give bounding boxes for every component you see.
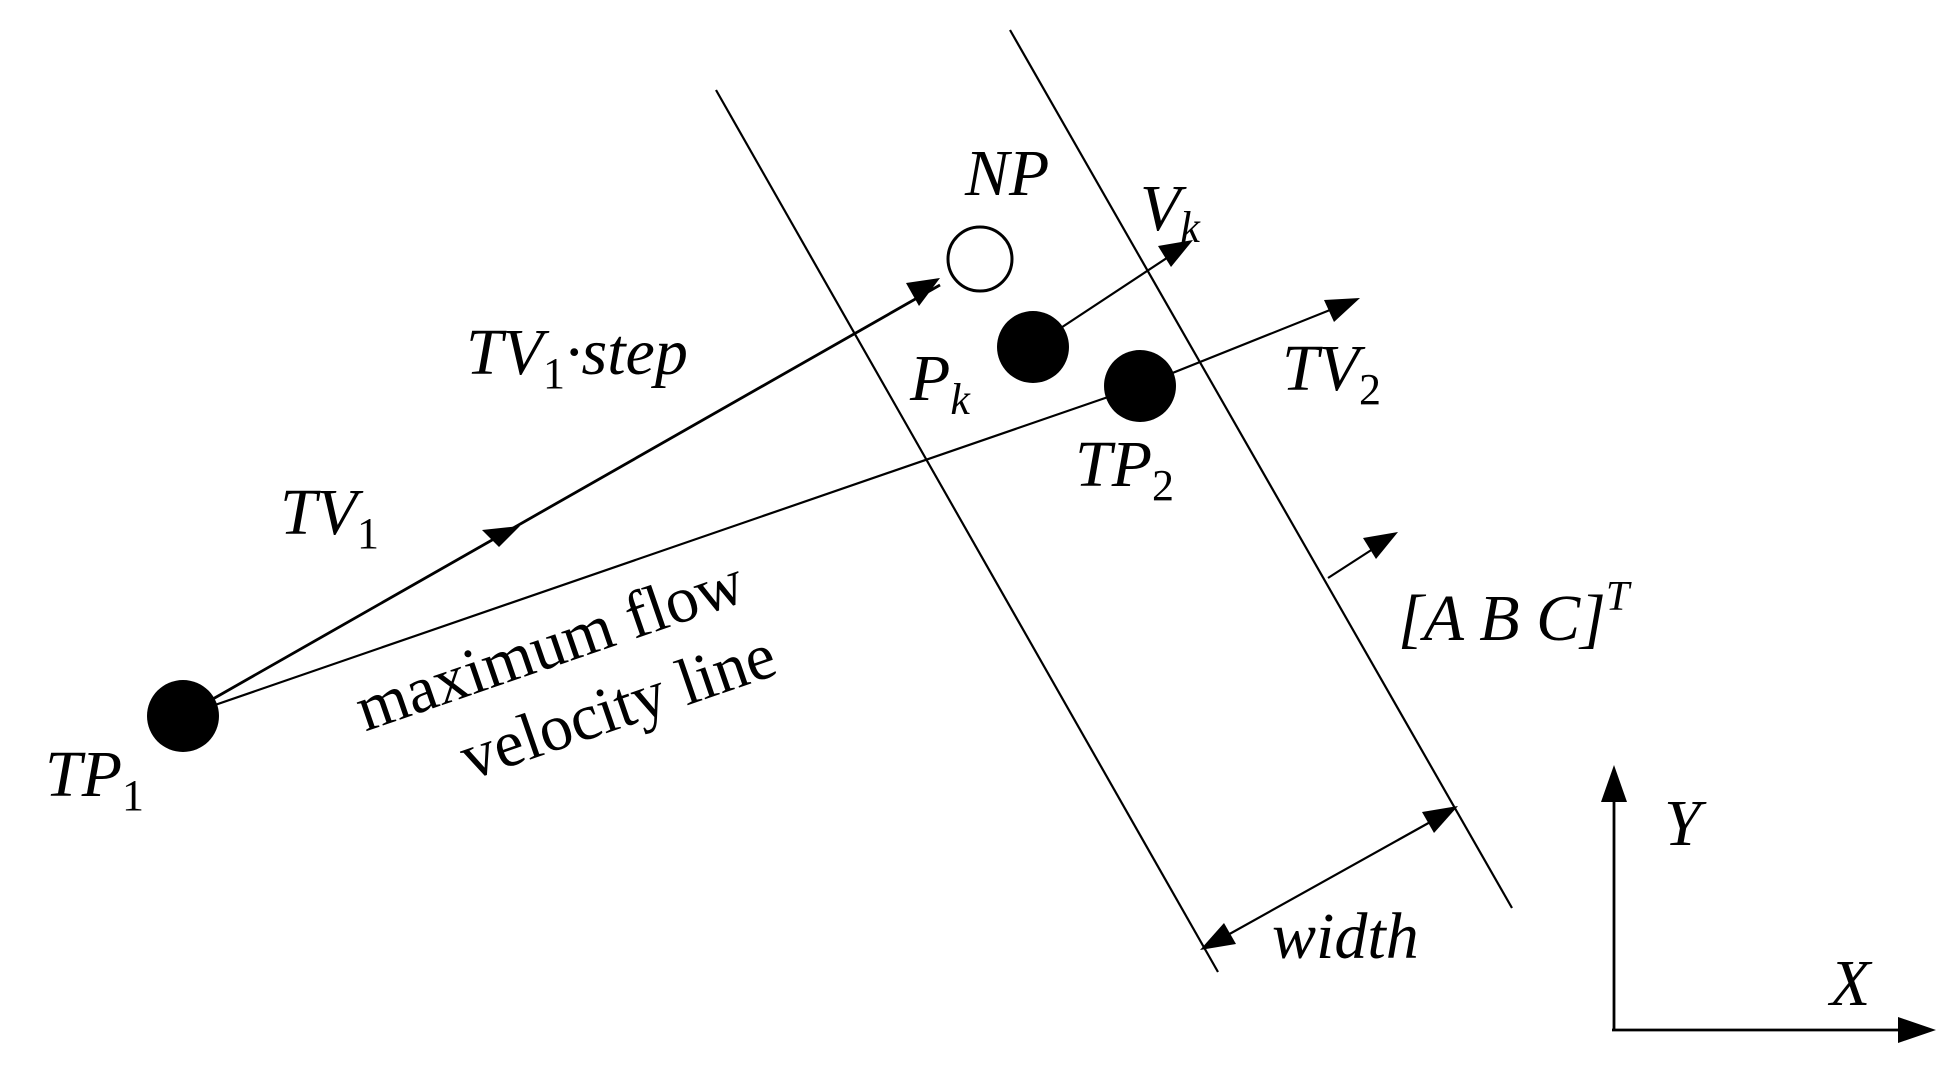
x-axis-arrow-head xyxy=(1898,1017,1936,1043)
tv1-arrow-line xyxy=(182,283,941,718)
tv1-midarrow-head xyxy=(482,526,520,547)
vk-arrow-line xyxy=(1037,243,1189,344)
np-label: NP xyxy=(964,137,1049,210)
band-left-line xyxy=(715,89,1219,973)
y-axis-arrow-head xyxy=(1601,765,1627,802)
pk-label: Pk xyxy=(909,342,971,424)
tv1-step-label: TV1·step xyxy=(466,316,688,398)
width-label: width xyxy=(1272,900,1419,973)
tv2-label: TV2 xyxy=(1282,332,1381,414)
abc-vector-label: [A B C]T xyxy=(1398,574,1632,655)
vk-label: Vk xyxy=(1140,172,1201,252)
tp2-point xyxy=(1104,350,1176,422)
tp2-label: TP2 xyxy=(1075,428,1174,510)
pk-point xyxy=(997,311,1069,383)
x-axis-label: X xyxy=(1827,947,1873,1020)
tp1-point xyxy=(147,680,219,752)
tv1-step-arrow-head xyxy=(906,278,940,306)
width-arrow-head-left xyxy=(1200,923,1236,950)
np-point xyxy=(946,225,1014,293)
band-right-line xyxy=(1009,29,1513,909)
vk-arrow-head xyxy=(1158,240,1193,267)
y-axis-label: Y xyxy=(1664,787,1707,860)
width-arrow-line xyxy=(1207,810,1451,947)
width-arrow-head-right xyxy=(1422,806,1458,833)
tp1-label: TP1 xyxy=(45,738,144,820)
max-flow-velocity-line xyxy=(182,384,1141,718)
tv1-label: TV1 xyxy=(280,476,379,558)
tv2-arrow-line xyxy=(1139,298,1356,388)
normal-vector-head xyxy=(1363,532,1398,559)
tv2-arrow-head xyxy=(1324,298,1360,322)
